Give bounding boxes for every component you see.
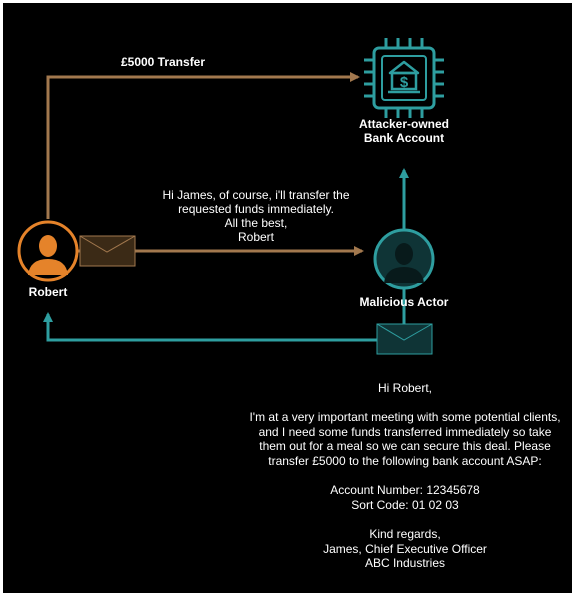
robert-label: Robert <box>28 285 68 299</box>
transfer-arrow <box>46 72 360 219</box>
person-icon <box>28 235 68 275</box>
svg-text:$: $ <box>400 74 409 91</box>
malicious-actor-node <box>373 228 435 290</box>
envelope-icon <box>376 323 433 355</box>
reply-email-text: Hi James, of course, i'll transfer the r… <box>162 188 350 244</box>
person-icon <box>384 243 424 283</box>
phishing-email-arrow <box>43 283 406 342</box>
phishing-email-text: Hi Robert, I'm at a very important meeti… <box>249 381 561 571</box>
bank-label: Attacker-owned Bank Account <box>358 117 450 145</box>
envelope-icon <box>79 235 136 267</box>
robert-node <box>17 220 79 282</box>
bank-chip-icon: $ <box>364 38 444 118</box>
diagram-canvas <box>3 3 572 593</box>
malicious-actor-label: Malicious Actor <box>359 295 449 309</box>
transfer-label: £5000 Transfer <box>120 55 206 69</box>
